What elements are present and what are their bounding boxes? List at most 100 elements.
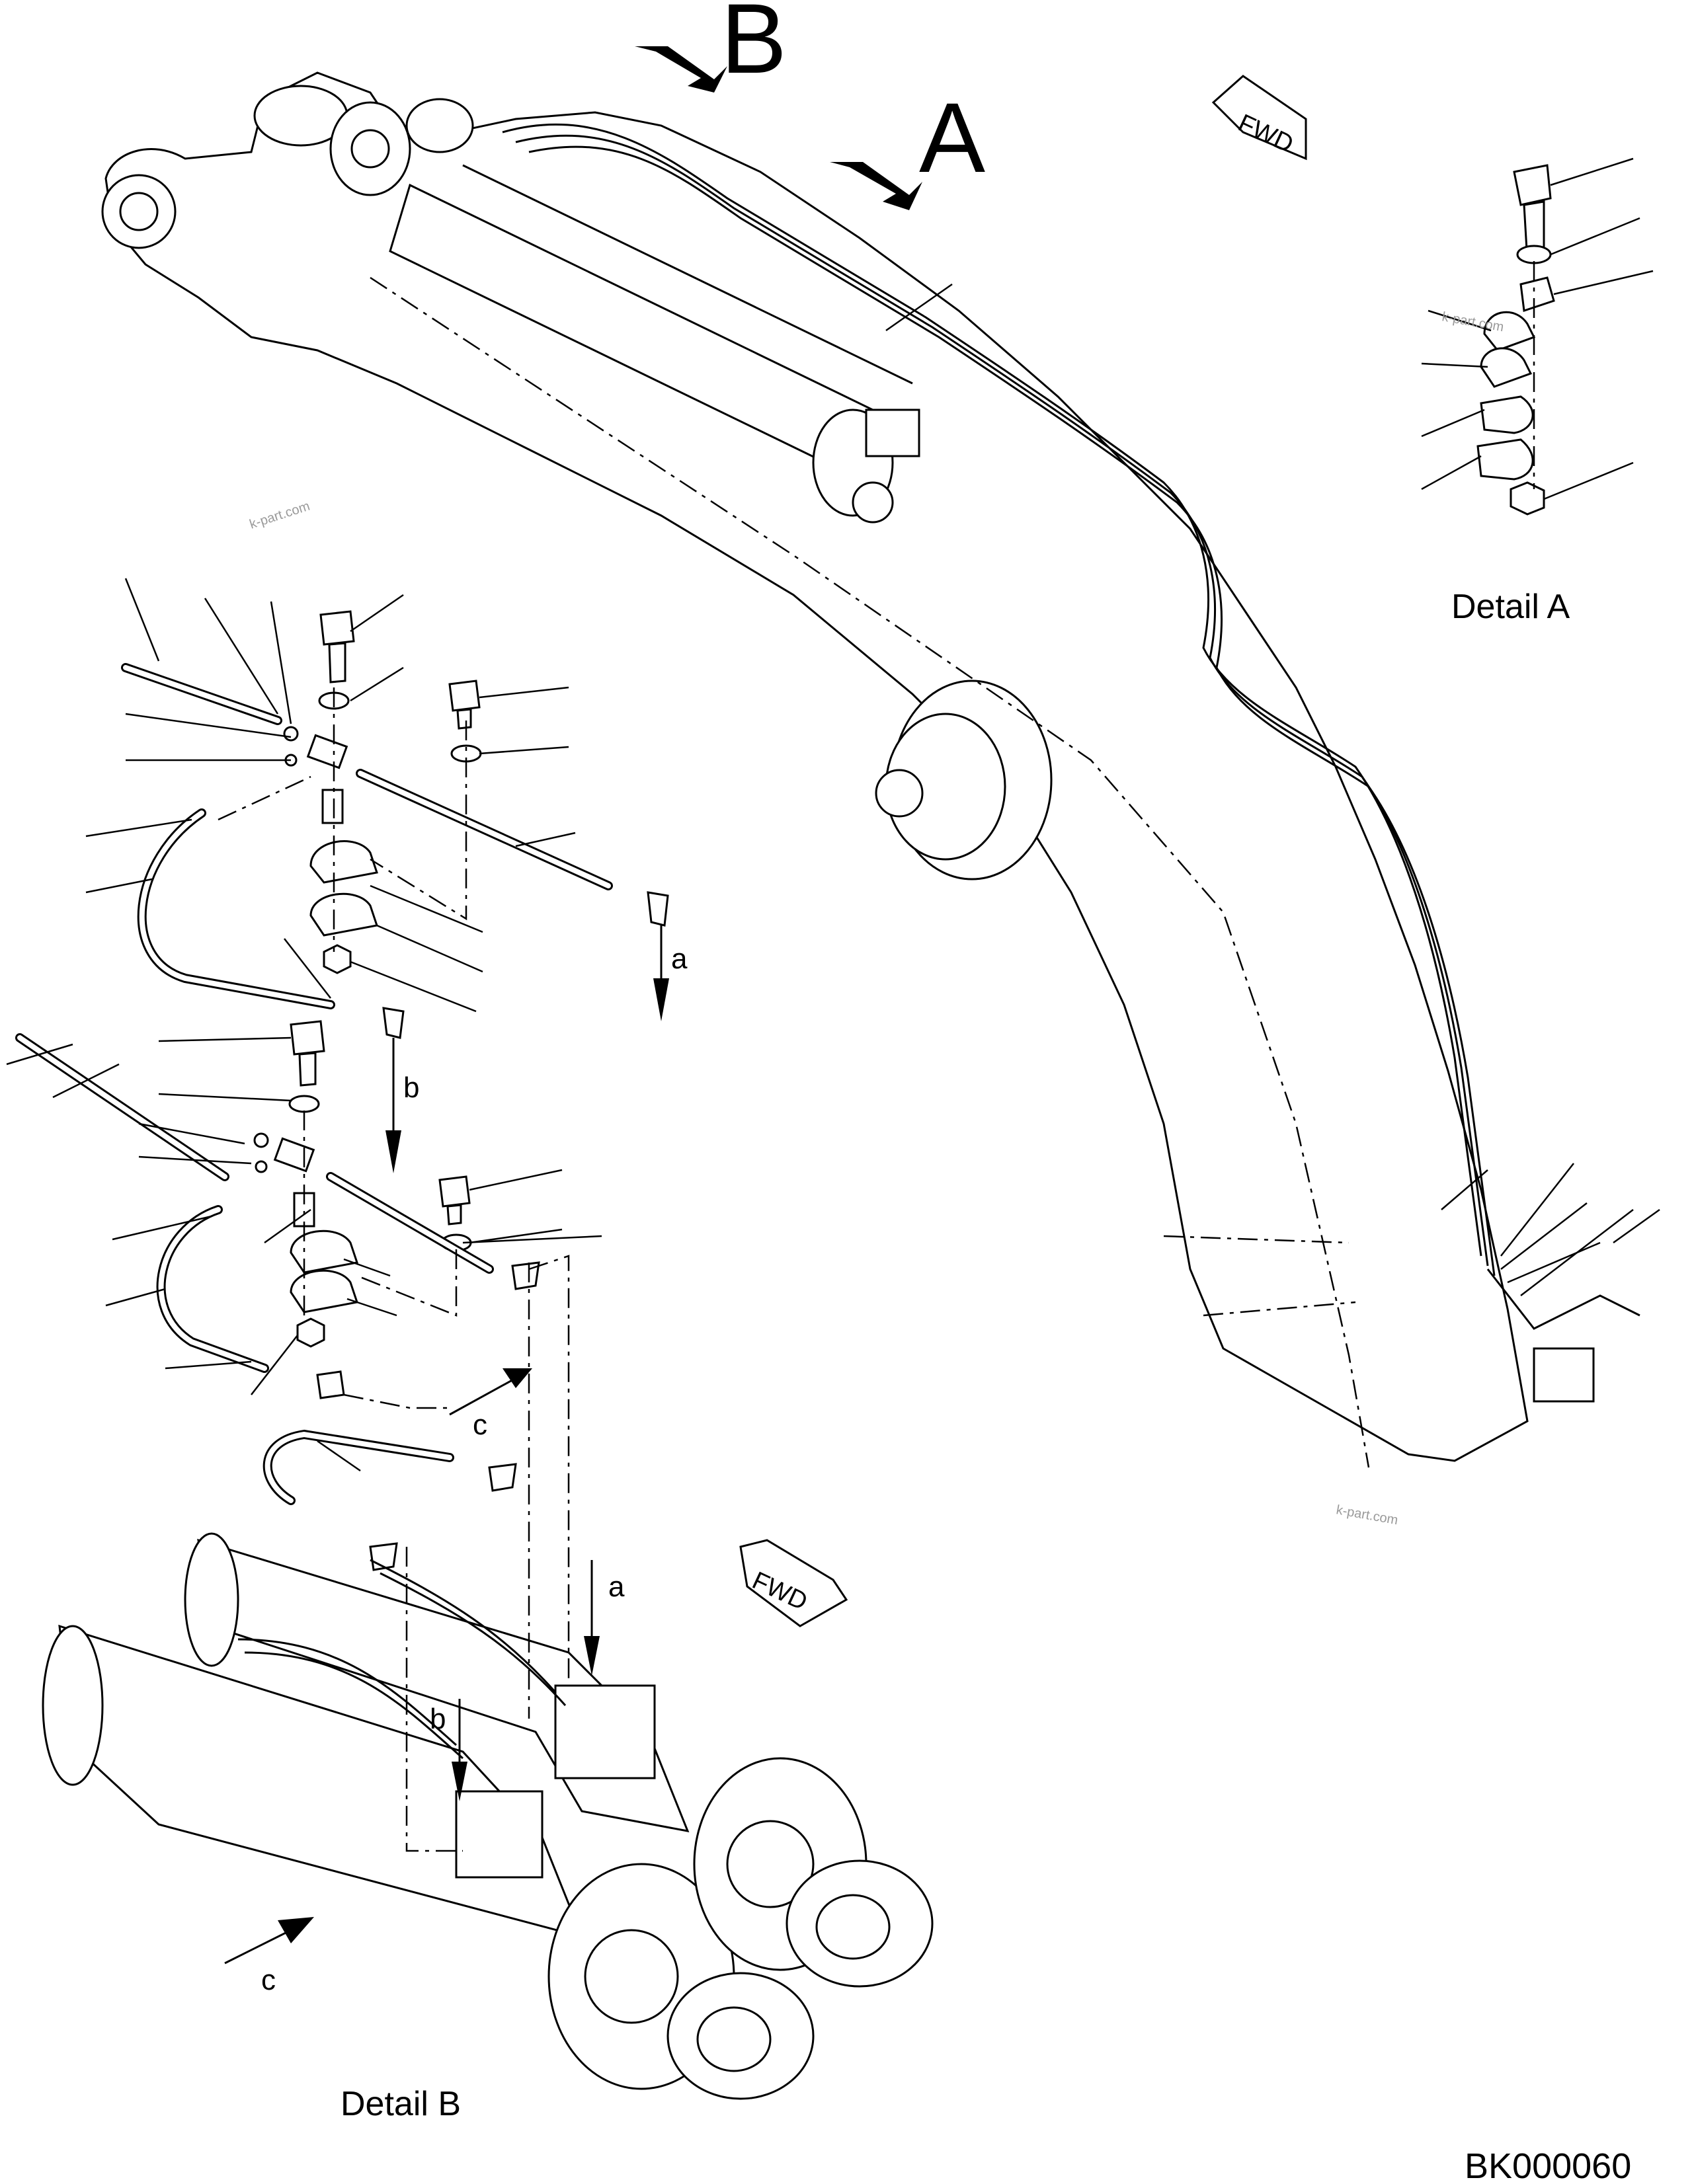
leader-boom-1 xyxy=(885,283,953,332)
leader-u-16 xyxy=(284,938,331,999)
fwd-label-top: FWD xyxy=(1234,109,1297,159)
leader-l-15 xyxy=(346,1298,397,1317)
arrow-b-upper-head xyxy=(385,1130,401,1173)
detail-b-cylinder-1-end xyxy=(42,1625,104,1786)
view-arrow-b: B xyxy=(635,0,787,94)
connection-c-upper: c xyxy=(473,1409,487,1441)
detail-b-head-gland-1 xyxy=(584,1929,679,2024)
leader-u-8 xyxy=(350,594,404,633)
arrow-c-lower-shaft xyxy=(224,1929,292,1965)
lower-axis-3 xyxy=(528,1255,570,1738)
hose-run-3 xyxy=(528,145,1496,1276)
connection-b-lower: b xyxy=(430,1703,446,1735)
detail-b-label: Detail B xyxy=(341,2085,461,2123)
detail-a-assembly: Detail A xyxy=(1421,157,1654,626)
boom-cylinder-pin xyxy=(350,129,390,169)
leader-l-3 xyxy=(138,1122,245,1145)
leader-u-10 xyxy=(479,686,569,699)
detail-b-cyl-hose-3 xyxy=(370,1559,557,1693)
lower-hose-long-inner xyxy=(17,1035,227,1179)
upper-o-ring-1 xyxy=(283,726,299,742)
leader-a-7 xyxy=(1421,455,1482,490)
lower-bolt-1-head xyxy=(290,1020,325,1056)
upper-hose-right-inner xyxy=(358,771,611,888)
leader-a-2 xyxy=(1550,217,1640,256)
leader-l-5 xyxy=(112,1215,212,1241)
leader-l-2 xyxy=(52,1063,120,1099)
arrow-b-lower-head xyxy=(452,1762,467,1801)
leader-boom-3 xyxy=(1500,1202,1588,1270)
leader-l-7 xyxy=(165,1360,252,1370)
upper-elbow-a xyxy=(647,891,669,927)
drawing-id: BK000060 xyxy=(1465,2146,1631,2184)
leader-l-12 xyxy=(469,1228,563,1244)
fwd-arrow-icon xyxy=(1211,75,1307,161)
upper-bolt-1-shank xyxy=(328,642,346,683)
connection-a-upper: a xyxy=(671,943,688,975)
leader-u-2 xyxy=(204,598,279,715)
lower-elbow-b xyxy=(316,1370,345,1399)
detail-b-jumper-hose-inner xyxy=(264,1431,452,1503)
upper-hose-curved-inner xyxy=(139,810,333,1007)
leader-b-1 xyxy=(317,1440,361,1472)
upper-spacer xyxy=(321,789,344,824)
leader-l-9 xyxy=(158,1036,292,1042)
lower-hose-curved xyxy=(156,1205,269,1373)
arrow-c-upper-head xyxy=(503,1368,532,1388)
leader-u-12 xyxy=(515,832,576,847)
arm-cylinder-body xyxy=(389,183,874,478)
boom-center-fitting xyxy=(875,769,924,818)
leader-boom-6 xyxy=(1613,1208,1660,1244)
upper-hose-group: a b xyxy=(85,578,688,1173)
arrow-c-upper-shaft xyxy=(449,1377,516,1416)
lower-o-ring-1 xyxy=(253,1132,269,1148)
leader-u-4 xyxy=(125,713,292,738)
leader-u-7 xyxy=(85,878,153,894)
arm-cylinder-pin xyxy=(852,481,894,524)
upper-hose-long-inner xyxy=(123,665,280,723)
detail-b-rod-eye-1-bore xyxy=(696,2006,772,2072)
detail-b-axis-1 xyxy=(405,1547,463,1852)
leader-u-6 xyxy=(85,818,192,838)
leader-a-5 xyxy=(1421,362,1488,368)
lower-hose-curved-inner xyxy=(158,1207,267,1371)
fwd-marker-top: FWD xyxy=(1211,75,1307,161)
hose-run-2 xyxy=(515,134,1489,1267)
leader-u-3 xyxy=(270,601,292,724)
upper-bolt-2-head xyxy=(448,680,481,712)
leader-l-4 xyxy=(138,1155,252,1165)
view-arrow-b-label: B xyxy=(721,0,787,94)
lower-o-ring-2 xyxy=(255,1160,268,1173)
detail-a-clamp-plate-1 xyxy=(1480,395,1534,434)
leader-u-1 xyxy=(124,578,160,662)
detail-a-clamp-half-1 xyxy=(1483,311,1536,352)
view-arrow-b-icon xyxy=(635,46,727,93)
leader-boom-2 xyxy=(1500,1163,1574,1257)
upper-bolt-1-head xyxy=(319,610,355,646)
detail-b-valve-block-1 xyxy=(455,1790,544,1879)
detail-b-head-gland-2 xyxy=(726,1820,815,1908)
leader-l-14 xyxy=(343,1258,391,1277)
watermark-2: k-part.com xyxy=(1441,309,1505,334)
arm-cylinder-head-pin xyxy=(405,98,474,153)
detail-b-cyl-hose-4 xyxy=(380,1572,567,1706)
detail-b-cyl-hose-2 xyxy=(244,1651,464,1760)
lower-clamp-2 xyxy=(290,1269,358,1313)
upper-clamp-2 xyxy=(309,892,378,937)
hose-end-plate xyxy=(1533,1347,1595,1403)
connection-b-upper: b xyxy=(403,1072,419,1104)
upper-nut xyxy=(323,944,352,974)
leader-l-11 xyxy=(469,1169,563,1191)
detail-b-cylinder-2-end xyxy=(184,1532,239,1667)
view-arrow-a-label: A xyxy=(919,82,985,193)
leader-a-4 xyxy=(1428,309,1492,332)
watermark-1: k-part.com xyxy=(248,499,312,532)
leader-boom-4 xyxy=(1507,1241,1601,1284)
lower-clamp-1 xyxy=(290,1229,358,1274)
upper-elbow-b xyxy=(382,1007,405,1039)
lower-washer-1 xyxy=(288,1095,320,1113)
phantom-line-1 xyxy=(1163,1235,1350,1244)
arrow-c-lower-head xyxy=(278,1917,314,1943)
